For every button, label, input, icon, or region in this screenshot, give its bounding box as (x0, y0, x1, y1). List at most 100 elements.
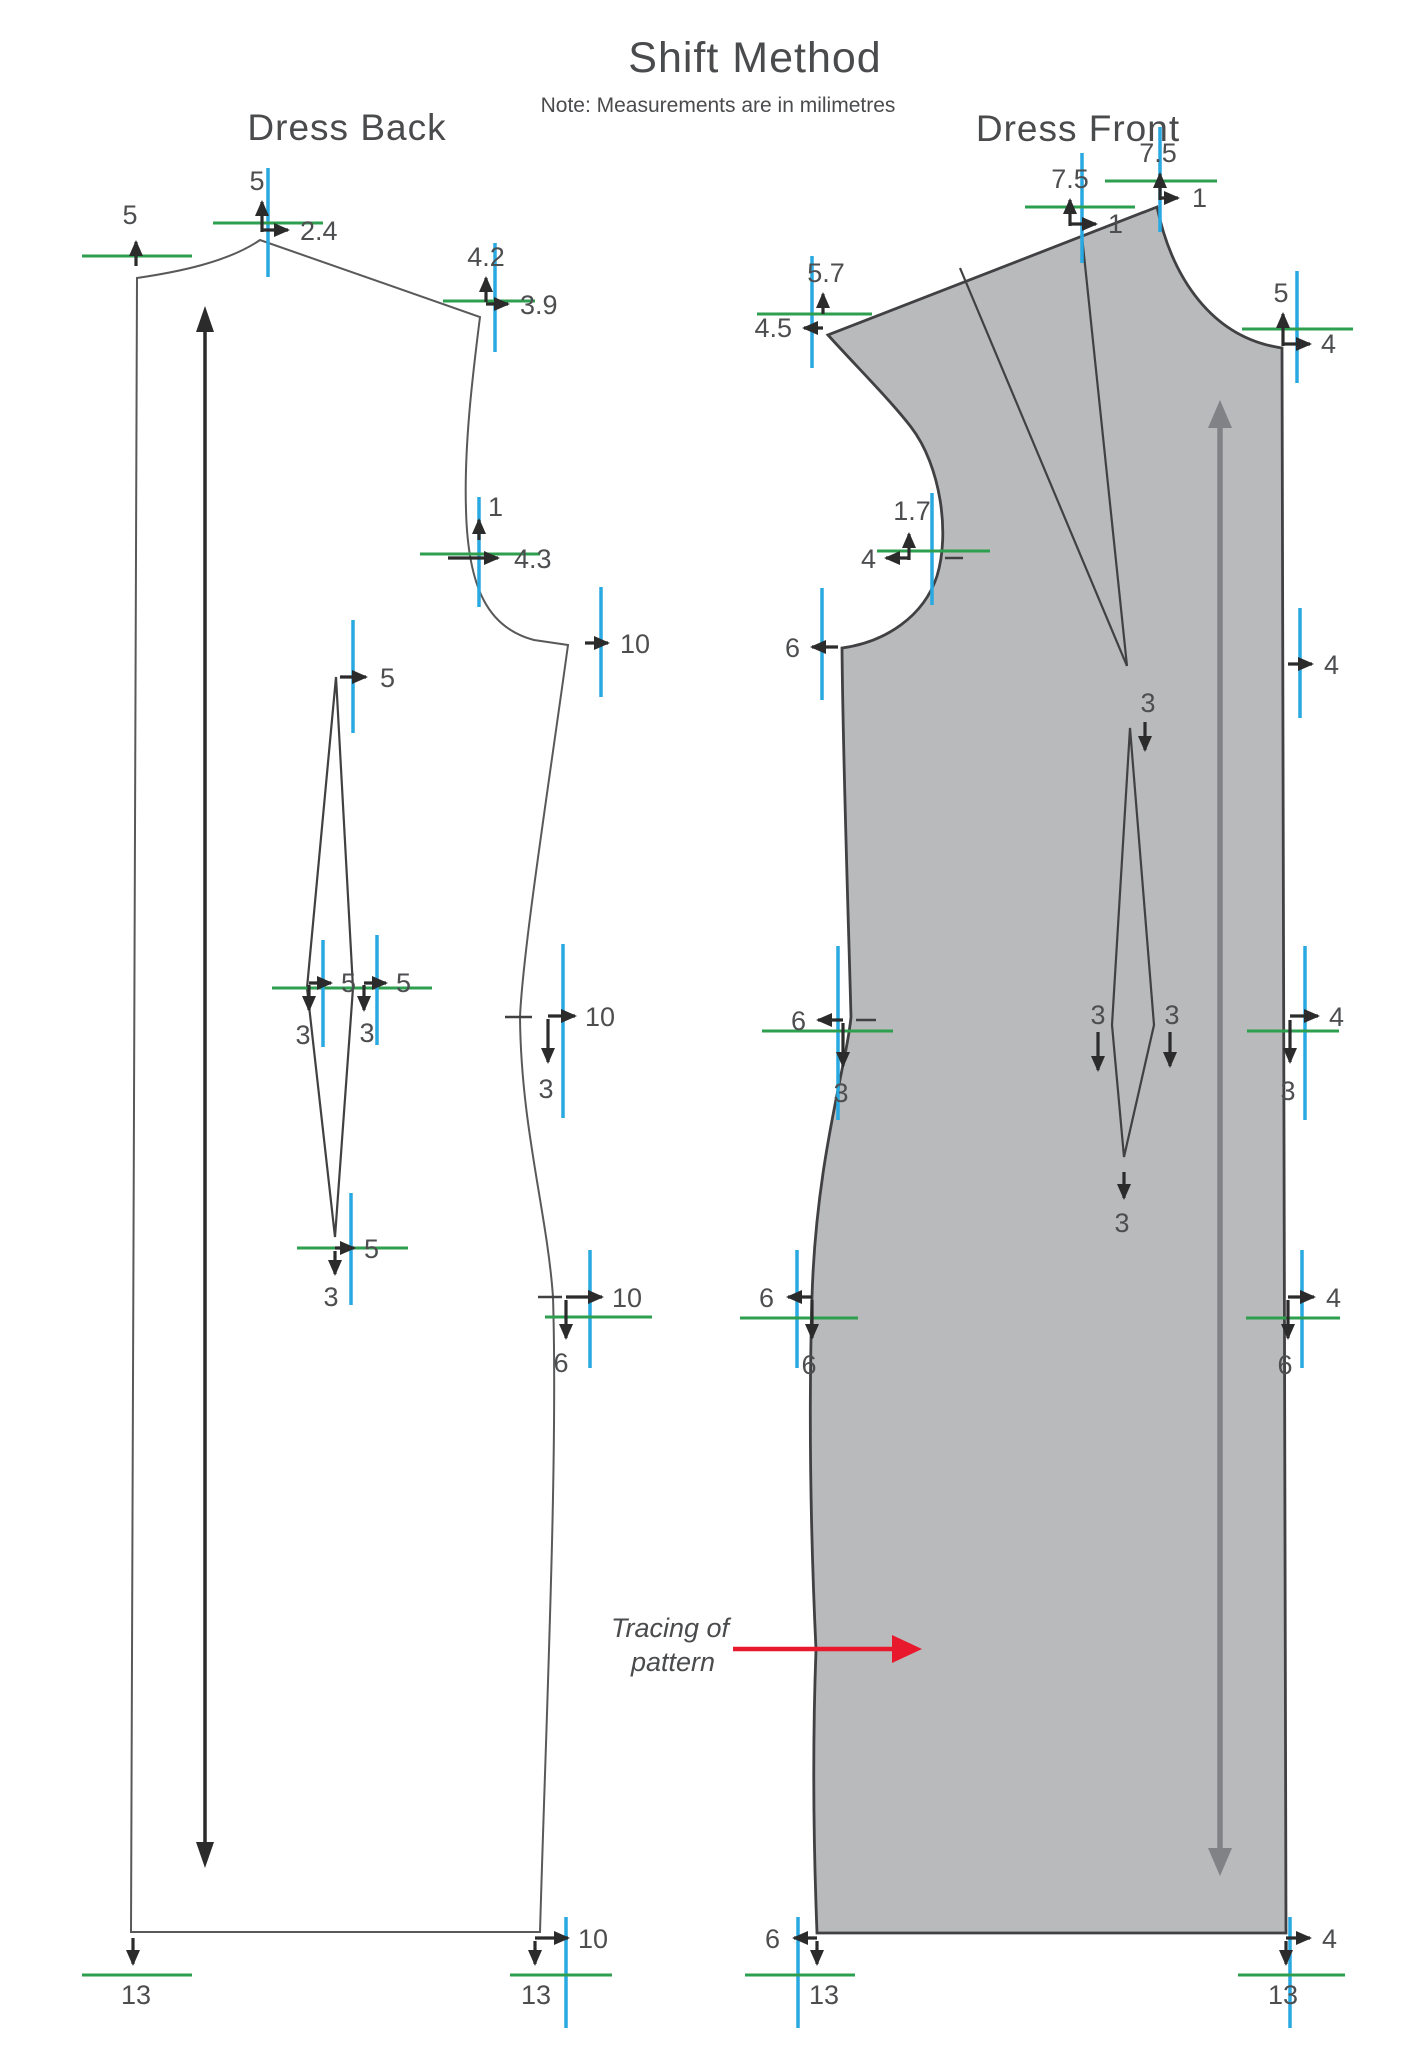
back-meas-side-hip: 10 6 (538, 1250, 652, 1378)
back-meas-hem-right: 10 13 (510, 1917, 612, 2028)
front-meas-armhole-left: 4 (861, 544, 876, 574)
front-meas-neck-right: 5 4 (1242, 271, 1353, 383)
back-meas-dart-waist-right-right: 5 (396, 968, 411, 998)
front-meas-neck-dart-left-right: 1 (1108, 209, 1123, 239)
front-meas-side-waist-right: 4 3 (1247, 946, 1344, 1120)
back-meas-shoulder-end: 4.2 3.9 (443, 242, 558, 352)
front-meas-armhole-up: 1.7 (893, 496, 931, 526)
back-meas-side-hip-right: 10 (612, 1283, 642, 1313)
back-meas-dart-waist-left-down: 3 (295, 1020, 310, 1050)
front-meas-neck-right-right: 4 (1321, 329, 1336, 359)
back-meas-armhole: 1 4.3 (420, 492, 552, 607)
front-meas-neck-dart-left-up: 7.5 (1051, 164, 1089, 194)
back-meas-shoulder-left: 5 (82, 200, 192, 266)
front-meas-neck-dart-left: 7.5 1 (1025, 153, 1135, 263)
front-meas-side-waist-right-down: 3 (1280, 1076, 1295, 1106)
back-meas-dart-bottom-right: 5 (364, 1234, 379, 1264)
back-meas-dart-bottom-down: 3 (323, 1282, 338, 1312)
front-meas-hem-right-right: 4 (1322, 1924, 1337, 1954)
front-meas-side-waist-left: 6 (791, 1006, 806, 1036)
front-meas-hem-left: 6 13 (745, 1917, 855, 2028)
front-meas-side-right-upper-right: 4 (1324, 650, 1339, 680)
back-length-arrow (196, 306, 214, 1868)
back-meas-shoulder-end-right: 3.9 (520, 290, 558, 320)
front-meas-dart-top: 3 (1138, 688, 1156, 752)
tracing-arrowhead (892, 1635, 922, 1663)
front-meas-side-hip-right: 4 (1326, 1283, 1341, 1313)
front-meas-side-waist-right: 4 (1329, 1002, 1344, 1032)
back-meas-shoulder-left-up: 5 (122, 200, 137, 230)
page-title: Shift Method (628, 34, 881, 82)
front-meas-side-right-upper: 4 (1288, 608, 1339, 718)
back-meas-neck-peak: 5 2.4 (213, 166, 338, 277)
up-arrowhead (196, 306, 214, 332)
front-meas-armhole: 1.7 4 (861, 493, 990, 605)
dress-back-outline (129, 238, 570, 1933)
back-meas-dart-bottom: 5 3 (297, 1193, 408, 1312)
front-meas-side-hip-left-down: 6 (801, 1350, 816, 1380)
back-meas-side-waist-right: 10 (585, 1002, 615, 1032)
front-meas-neck-peak-right: 1 (1192, 183, 1207, 213)
front-meas-neck-right-up: 5 (1273, 278, 1288, 308)
tracing-callout: Tracing of pattern (611, 1613, 922, 1677)
front-waist-dart (1110, 727, 1156, 1158)
front-meas-shoulder-tip-up: 5.7 (807, 258, 845, 288)
front-shoulder-dart-left-leg (958, 267, 1129, 667)
back-piece-label: Dress Back (247, 107, 446, 148)
back-meas-waist-dart: 5 3 5 3 (272, 935, 432, 1050)
front-length-arrow (1208, 400, 1232, 1876)
back-meas-hem-left: 13 (82, 1938, 192, 2010)
front-meas-side-waist-left-down: 3 (833, 1078, 848, 1108)
tracing-label-line2: pattern (630, 1647, 715, 1677)
dress-back-piece (129, 238, 570, 1933)
front-meas-hem-right-down: 13 (1268, 1980, 1298, 2010)
front-meas-dart-bottom-down: 3 (1114, 1208, 1129, 1238)
front-meas-side-hip-left: 6 (759, 1283, 774, 1313)
back-meas-armhole-right: 4.3 (514, 544, 552, 574)
down-arrowhead (196, 1842, 214, 1868)
front-meas-underarm: 6 (785, 588, 838, 700)
front-meas-shoulder-tip: 5.7 4.5 (754, 256, 872, 368)
back-meas-side-waist-down: 3 (538, 1074, 553, 1104)
front-meas-dart-waist-right-down: 3 (1164, 1000, 1179, 1030)
front-shoulder-dart-right-leg (1080, 235, 1129, 667)
back-meas-neck-peak-up: 5 (249, 166, 264, 196)
dress-front-piece (808, 205, 1288, 1935)
down-arrowhead (1208, 1848, 1232, 1876)
back-meas-hem-right-down: 13 (521, 1980, 551, 2010)
back-meas-dart-waist-left-right: 5 (341, 968, 356, 998)
back-meas-armhole-up: 1 (488, 492, 503, 522)
back-meas-hem-left-down: 13 (121, 1980, 151, 2010)
front-meas-shoulder-tip-left: 4.5 (754, 313, 792, 343)
back-meas-neck-peak-right: 2.4 (300, 216, 338, 246)
front-meas-hem-left-down: 13 (809, 1980, 839, 2010)
units-note: Note: Measurements are in milimetres (541, 94, 896, 117)
tracing-label-line1: Tracing of (611, 1613, 732, 1643)
up-arrowhead (1208, 400, 1232, 428)
front-meas-dart-bottom: 3 (1114, 1172, 1131, 1238)
front-meas-side-waist-left: 6 3 (762, 946, 893, 1120)
front-meas-side-hip-right: 4 6 (1246, 1250, 1341, 1380)
back-meas-shoulder-end-up: 4.2 (467, 242, 505, 272)
back-meas-dart-top-right: 5 (380, 663, 395, 693)
back-meas-underarm: 10 (585, 587, 650, 697)
back-meas-dart-waist-right-down: 3 (359, 1018, 374, 1048)
front-meas-side-hip-left: 6 6 (740, 1250, 858, 1380)
front-piece-label: Dress Front (976, 108, 1180, 149)
back-meas-hem-right-right: 10 (578, 1924, 608, 1954)
front-meas-dart-waist-left-down: 3 (1090, 1000, 1105, 1030)
front-meas-neck-peak: 7.5 1 (1105, 127, 1217, 232)
front-meas-underarm-left: 6 (785, 633, 800, 663)
front-meas-dart-waist: 3 3 (1090, 1000, 1180, 1072)
front-meas-hem-left-left: 6 (765, 1924, 780, 1954)
front-meas-dart-top-down: 3 (1140, 688, 1155, 718)
back-meas-side-waist: 10 3 (505, 944, 615, 1118)
back-meas-side-hip-down: 6 (553, 1348, 568, 1378)
back-meas-dart-top: 5 (340, 620, 395, 733)
back-meas-underarm-right: 10 (620, 629, 650, 659)
front-meas-side-hip-right-down: 6 (1277, 1350, 1292, 1380)
front-meas-neck-peak-up: 7.5 (1139, 138, 1177, 168)
dress-front-outline (808, 205, 1288, 1935)
